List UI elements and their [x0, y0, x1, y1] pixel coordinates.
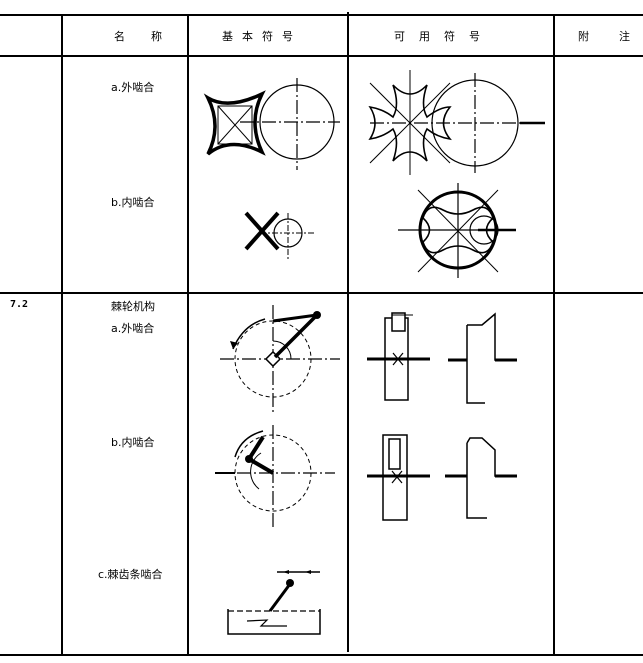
header-char: 用	[419, 30, 430, 43]
header-bottom-rule	[0, 55, 643, 57]
col-divider-1	[61, 16, 63, 656]
header-name: 名称	[108, 28, 168, 44]
header-char: 本	[242, 30, 253, 43]
item-label: c.棘齿条啮合	[98, 568, 163, 581]
section-number: 7.2	[10, 299, 29, 310]
header-char: 名	[114, 30, 125, 43]
header-char: 号	[282, 30, 293, 43]
external-gear-mesh-basic-icon	[203, 78, 340, 170]
item-label: a.外啮合	[111, 322, 155, 335]
ratchet-external-alt-icon	[367, 312, 517, 404]
row-divider	[0, 292, 643, 294]
header-char: 注	[619, 30, 630, 43]
header-char: 称	[151, 30, 162, 43]
header-char: 号	[469, 30, 480, 43]
col-divider-4	[553, 16, 555, 656]
item-label: b.内啮合	[111, 196, 155, 209]
header-char: 符	[262, 30, 273, 43]
table-bottom-rule	[0, 654, 643, 656]
col-divider-3	[347, 12, 349, 652]
item-label: b.内啮合	[111, 436, 155, 449]
ratchet-rack-basic-icon	[227, 570, 321, 635]
ratchet-external-basic-icon	[220, 305, 340, 415]
header-char: 基	[222, 30, 233, 43]
internal-gear-mesh-basic-icon	[244, 211, 315, 260]
internal-gear-mesh-alt-icon	[398, 183, 516, 278]
header-char: 符	[444, 30, 455, 43]
header-alt-symbol: 可用符号	[394, 28, 504, 44]
table-top-rule	[0, 14, 643, 16]
header-char: 附	[578, 30, 589, 43]
header-basic-symbol: 基本符号	[222, 28, 322, 44]
col-divider-2	[187, 16, 189, 654]
ratchet-internal-basic-icon	[215, 425, 335, 530]
external-gear-mesh-alt-icon	[368, 70, 545, 175]
section-title: 棘轮机构	[111, 300, 155, 313]
header-char: 可	[394, 30, 405, 43]
item-label: a.外啮合	[111, 81, 155, 94]
header-note: 附注	[578, 28, 643, 44]
ratchet-internal-alt-icon	[367, 434, 517, 521]
